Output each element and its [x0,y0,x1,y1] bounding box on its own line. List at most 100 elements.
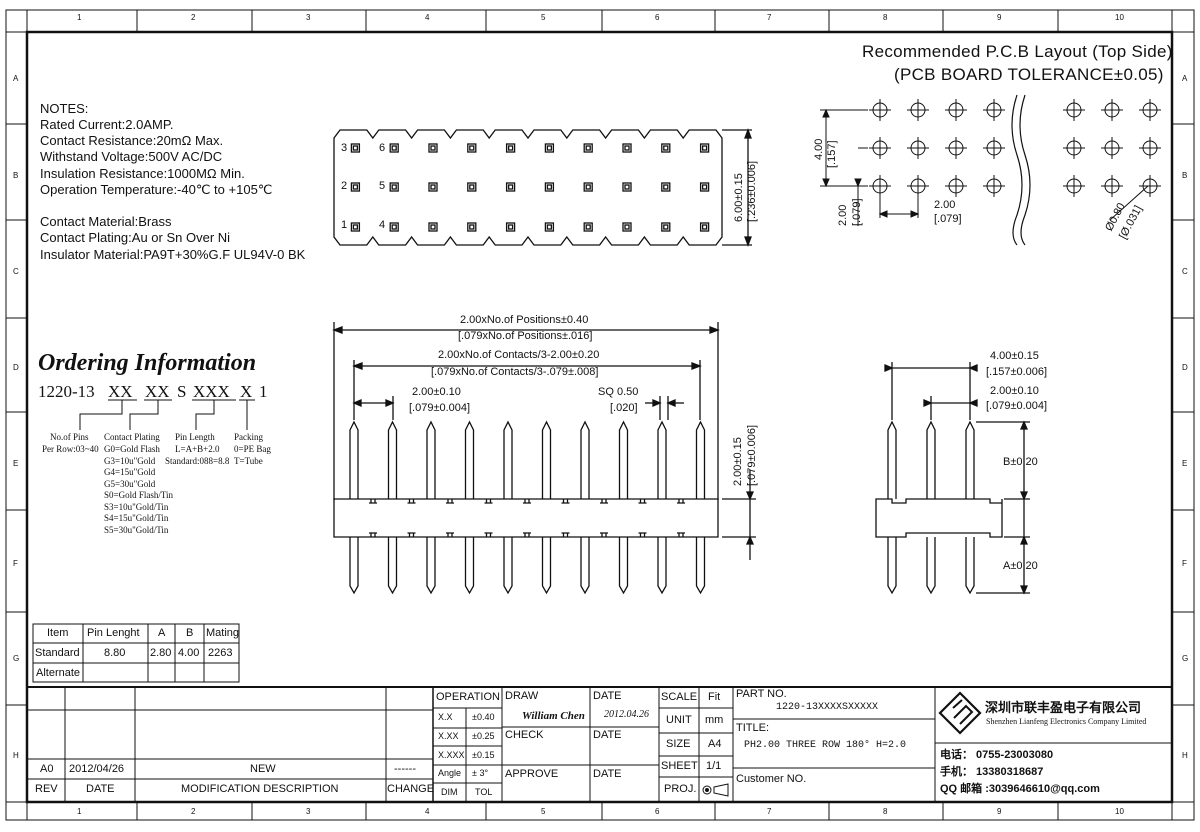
ordering-code-s: S [177,382,187,401]
pin-pad [389,143,399,153]
pcb-title: Recommended P.C.B Layout (Top Side) [862,42,1173,61]
pin-pad-inner [391,224,397,230]
pcb-layout [820,94,1161,246]
pin-pad-inner [546,145,553,151]
inner-frame [25,30,1174,804]
sheet-label: SHEET [661,760,698,772]
row-mark-right: D [1182,363,1188,372]
pin-pad-inner [701,224,708,230]
row-mark-left: H [13,751,19,760]
pin-table-h-length: Pin Lenght [87,627,140,639]
col-mark-top: 1 [77,13,82,22]
company-tel: 电话： 0755-23003080 [940,749,1054,761]
company-name-cn: 深圳市联丰盈电子有限公司 [985,700,1142,715]
row-mark-right: C [1182,267,1188,276]
approve-label: APPROVE [505,768,559,780]
side-dim-width: 4.00±0.15 [990,350,1039,362]
side-pin-lower [887,537,897,595]
pin-pad-inner [546,224,553,230]
pin-pad [350,143,361,153]
rev-date-header: DATE [86,783,115,795]
tol-row-value: ±0.15 [472,750,495,760]
pin-pad-inner [701,184,708,190]
pin-table-h-b: B [186,627,194,639]
tol-row-dim: X.X [438,712,453,722]
top-dim-height-in: [.236±0.006] [746,160,758,222]
side-dim-width-in: [.157±0.006] [986,366,1048,378]
row-mark-right: H [1182,751,1188,760]
legend-plating-item: G0=Gold Flash [104,444,160,454]
ordering-code-plating: XX [145,382,170,401]
top-view [333,128,752,247]
rev-header: REV [35,783,58,795]
col-mark-bottom: 6 [655,807,660,816]
pin-pad [622,182,632,192]
pcb-dim-col: 2.00 [934,199,956,211]
pin-upper [541,420,552,499]
legend-plating-item: S3=10u"Gold/Tin [104,501,169,512]
pin-pad-inner [663,224,669,230]
pin-pad [583,222,593,232]
note-line: Contact Plating:Au or Sn Over Ni [40,230,231,246]
pin-upper [464,420,475,499]
row-mark-left: B [13,171,19,180]
rev-description-header: MODIFICATION DESCRIPTION [181,783,339,795]
pin-lower [503,537,513,595]
pin-pad-inner [585,145,591,151]
pcb-dim-col-in: [.079] [934,213,962,225]
pin-upper [349,420,359,499]
col-mark-top: 10 [1115,13,1124,22]
pcb-dim-row-h-in: [.079] [851,198,863,226]
pin-pad-inner [663,145,669,151]
pin-upper [657,420,667,499]
pin-pad [467,222,477,232]
pin-upper [695,420,706,499]
pin-pad-inner [507,145,514,151]
unit-label: UNIT [666,714,692,726]
side-pin-upper [965,420,975,499]
operation-label: OPERATION [436,691,500,703]
title-label: TITLE: [736,722,770,734]
note-line: Insulation Resistance:1000MΩ Min. [40,165,245,181]
pin-pad [428,143,438,153]
pin-pad-inner [546,184,553,190]
pin-table-h-mating: Mating [206,627,240,639]
pin-pad [622,222,632,232]
pin-upper [387,420,398,499]
note-line: Rated Current:2.0AMP. [40,117,174,132]
sheet-value: 1/1 [706,760,722,772]
front-dim-body: 2.00±0.15 [732,437,744,486]
tol-row-value: ±0.25 [472,731,495,741]
pin-pad [505,143,516,153]
pin-pad-inner [585,224,591,230]
top-col-label-6: 6 [379,142,386,154]
rev-change-header: CHANGE [387,783,435,795]
col-mark-bottom: 9 [997,807,1002,816]
top-dim-height: 6.00±0.15 [733,173,745,222]
ordering-leaders [79,399,255,430]
check-date-label: DATE [593,729,622,741]
row-mark-right: A [1182,74,1188,83]
pin-upper [426,420,436,499]
legend-packing-title: Packing [234,432,263,442]
row-mark-left: D [13,363,19,372]
pin-pad [699,182,710,192]
pin-pad [350,222,361,232]
pin-pad [350,182,361,192]
tol-row-dim: X.XXX [438,750,465,760]
col-mark-top: 5 [541,13,546,22]
top-col-label-4: 4 [379,219,386,231]
col-mark-bottom: 8 [883,807,888,816]
drawer-signature: William Chen [522,710,585,722]
side-pin-lower [926,537,936,595]
company-mobile: 手机： 13380318687 [940,766,1044,778]
pin-pad [661,222,671,232]
projection-symbol-icon [702,783,729,797]
legend-pins: Per Row:03~40 [42,444,99,454]
row-mark-right: G [1182,654,1189,663]
legend-length-0: L=A+B+2.0 [175,444,220,454]
col-mark-bottom: 10 [1115,807,1124,816]
note-line: Operation Temperature:-40℃ to +105℃ [40,181,273,197]
note-line: Insulator Material:PA9T+30%G.F UL94V-0 B… [40,246,306,262]
dim-label: DIM [441,787,458,797]
